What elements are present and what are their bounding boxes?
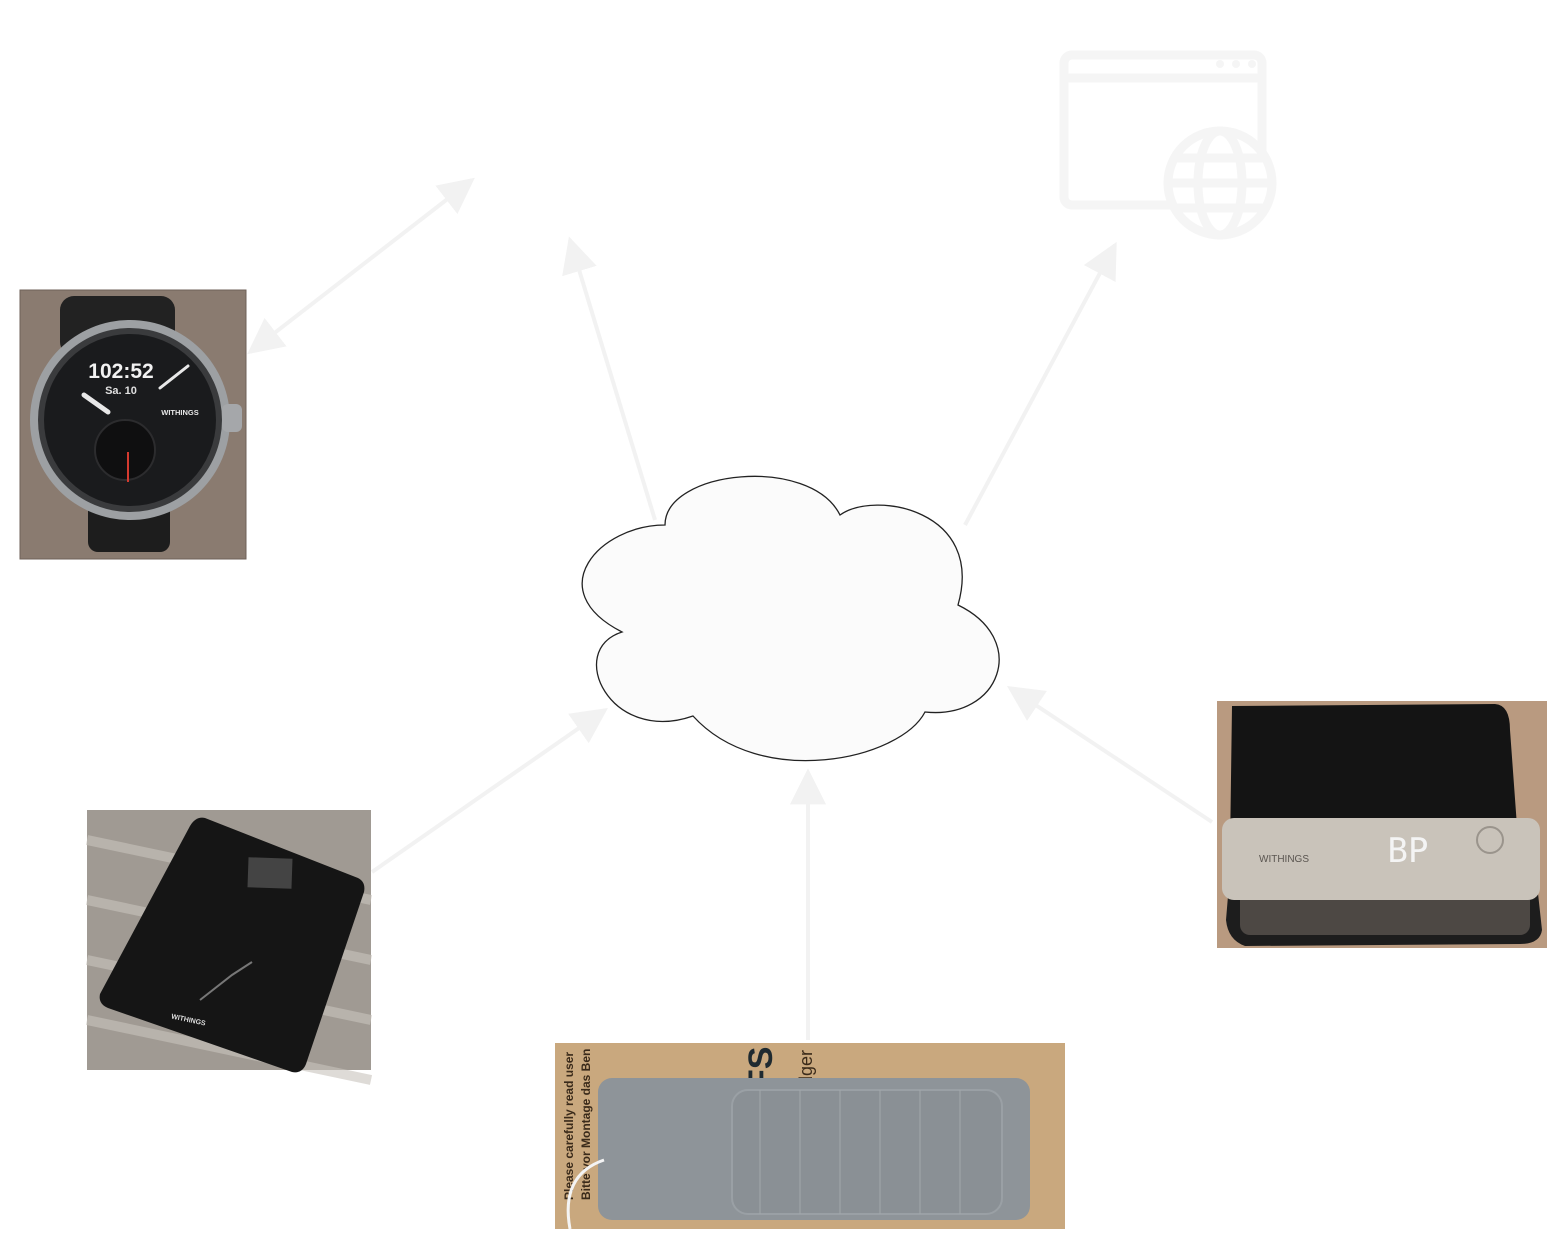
web-browser-globe-icon	[1059, 50, 1277, 240]
cloud-icon	[581, 475, 1000, 762]
bp-brand: WITHINGS	[1259, 854, 1309, 865]
box-text-1: Please carefully read user	[562, 1052, 576, 1200]
sleep-mat-photo: Please carefully read user Bitte vor Mon…	[555, 1043, 1065, 1230]
arrow-bp-to-cloud	[1007, 686, 1214, 824]
watch-brand: WITHINGS	[161, 408, 199, 417]
arrow-cloud-to-browser	[963, 241, 1117, 526]
arrow-scale-to-cloud	[370, 707, 608, 874]
watch-date: Sa. 10	[105, 385, 137, 397]
browser-window-dots	[1216, 60, 1256, 68]
bp-display: BP	[1388, 831, 1429, 871]
smartwatch-photo: 102:52 Sa. 10 WITHINGS	[19, 289, 247, 560]
blood-pressure-monitor-photo: WITHINGS BP	[1217, 701, 1547, 948]
arrow-cloud-to-top-left	[562, 236, 657, 521]
arrow-watch-to-top-left	[247, 177, 475, 355]
connector-arrows	[247, 177, 1214, 1040]
bathroom-scale-photo: WITHINGS	[85, 810, 373, 1085]
box-text-2: Bitte vor Montage das Ben	[579, 1049, 593, 1200]
watch-time: 102:52	[88, 360, 153, 383]
